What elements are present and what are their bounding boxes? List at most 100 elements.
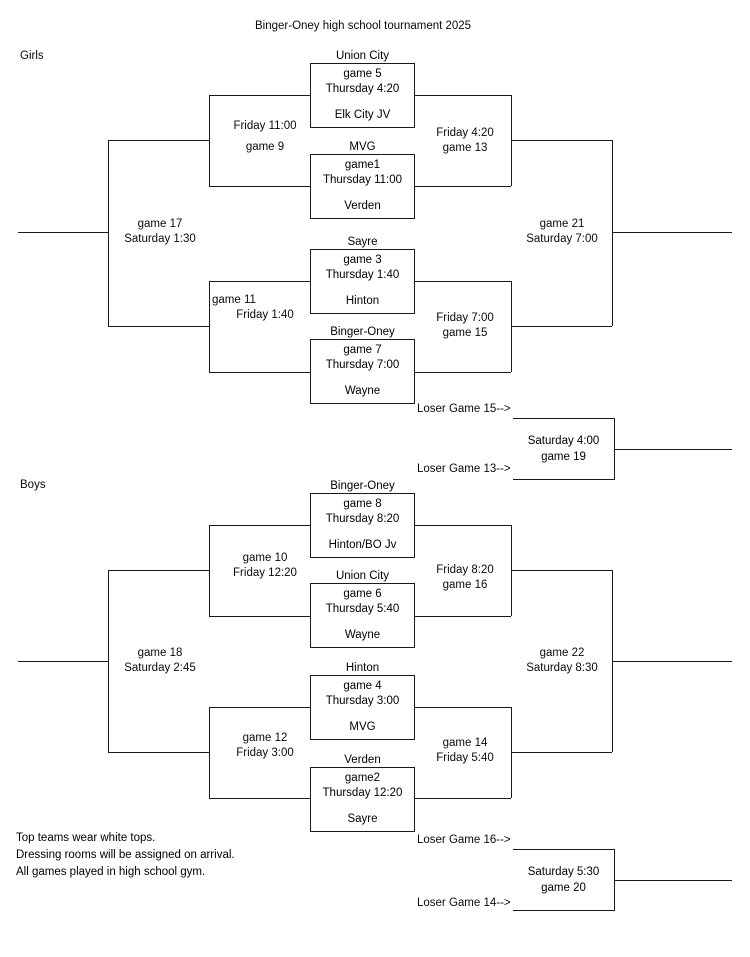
game-6-box[interactable]: game 6 Thursday 5:40 Wayne <box>310 583 415 648</box>
game-15-feed-bottom <box>415 372 511 373</box>
game-22-line2: Saturday 8:30 <box>526 662 598 674</box>
game-1-top-team: MVG <box>349 141 376 153</box>
game-16-feed-top <box>415 525 511 526</box>
game-22-out <box>612 661 732 662</box>
game-14-feed-bottom <box>415 798 511 799</box>
game-19-line2: game 19 <box>541 451 586 463</box>
game-17-line1: game 17 <box>137 218 183 230</box>
game-20-box[interactable]: Saturday 5:30 game 20 <box>513 849 615 911</box>
game-11-line1: game 11 <box>212 294 256 306</box>
game-12-line1: game 12 <box>242 732 288 744</box>
game-2-top-team: Verden <box>344 754 381 766</box>
game-6-top-team: Union City <box>335 570 390 582</box>
game-21-spine <box>612 140 613 326</box>
game-17-out <box>18 232 108 233</box>
game-8-box[interactable]: game 8 Thursday 8:20 Hinton/BO Jv <box>310 493 415 558</box>
game-8-label: game 8 <box>343 498 382 510</box>
game-9-spine <box>209 95 210 186</box>
game-8-time: Thursday 8:20 <box>325 513 400 525</box>
game-21-line1: game 21 <box>539 218 585 230</box>
game-7-box[interactable]: game 7 Thursday 7:00 Wayne <box>310 339 415 404</box>
game-4-label: game 4 <box>343 680 382 692</box>
game-7-top-team: Binger-Oney <box>330 326 395 338</box>
game-13-feed-bottom <box>415 186 511 187</box>
game-14-feed-top <box>415 707 511 708</box>
game-3-box[interactable]: game 3 Thursday 1:40 Hinton <box>310 249 415 314</box>
game-7-label: game 7 <box>343 344 382 356</box>
game-3-time: Thursday 1:40 <box>325 269 400 281</box>
game-10-feed-top <box>209 525 310 526</box>
game-12-spine <box>209 707 210 798</box>
game-1-bottom-team: Verden <box>344 200 381 212</box>
game-8-bottom-team: Hinton/BO Jv <box>328 539 397 551</box>
game-18-spine <box>108 570 109 752</box>
boys-consolation-feed-bottom: Loser Game 14--> <box>417 897 511 909</box>
section-label-boys: Boys <box>20 479 46 491</box>
game-10-spine <box>209 525 210 616</box>
game-17-spine <box>108 140 109 326</box>
game-4-time: Thursday 3:00 <box>325 695 400 707</box>
game-7-bottom-team: Wayne <box>344 385 381 397</box>
game-2-label: game2 <box>344 772 381 784</box>
game-18-line2: Saturday 2:45 <box>124 662 196 674</box>
game-18-line1: game 18 <box>137 647 183 659</box>
game-9-feed-bottom <box>209 186 310 187</box>
game-5-box[interactable]: game 5 Thursday 4:20 Elk City JV <box>310 63 415 128</box>
note-line-2: Dressing rooms will be assigned on arriv… <box>16 849 235 861</box>
game-19-box[interactable]: Saturday 4:00 game 19 <box>513 418 615 480</box>
game-16-line1: Friday 8:20 <box>436 564 494 576</box>
game-1-time: Thursday 11:00 <box>322 174 403 186</box>
game-20-line1: Saturday 5:30 <box>527 866 600 878</box>
game-13-feed-top <box>415 95 511 96</box>
game-12-out <box>108 752 209 753</box>
game-8-top-team: Binger-Oney <box>330 480 395 492</box>
boys-consolation-feed-top: Loser Game 16--> <box>417 834 511 846</box>
game-11-feed-top <box>209 281 310 282</box>
game-13-out <box>511 140 612 141</box>
game-10-line1: game 10 <box>242 552 288 564</box>
game-2-time: Thursday 12:20 <box>322 787 403 799</box>
note-line-1: Top teams wear white tops. <box>16 832 156 844</box>
game-10-out <box>108 570 209 571</box>
game-15-out <box>511 326 612 327</box>
game-6-label: game 6 <box>343 588 382 600</box>
game-14-line2: Friday 5:40 <box>436 752 494 764</box>
game-22-line1: game 22 <box>539 647 585 659</box>
game-3-bottom-team: Hinton <box>345 295 380 307</box>
game-21-out <box>612 232 732 233</box>
game-5-time: Thursday 4:20 <box>325 83 400 95</box>
game-11-out <box>108 326 209 327</box>
game-10-line2: Friday 12:20 <box>233 567 297 579</box>
game-19-out <box>615 449 732 450</box>
game-5-top-team: Union City <box>335 50 390 62</box>
game-15-feed-top <box>415 281 511 282</box>
game-12-feed-bottom <box>209 798 310 799</box>
game-17-line2: Saturday 1:30 <box>124 233 196 245</box>
game-14-out <box>511 752 612 753</box>
game-3-top-team: Sayre <box>347 236 378 248</box>
game-13-line2: game 13 <box>442 142 488 154</box>
game-5-label: game 5 <box>343 68 382 80</box>
game-2-box[interactable]: game2 Thursday 12:20 Sayre <box>310 767 415 832</box>
game-14-line1: game 14 <box>442 737 488 749</box>
game-9-line1: Friday 11:00 <box>233 120 297 132</box>
game-4-bottom-team: MVG <box>349 721 376 733</box>
game-19-line1: Saturday 4:00 <box>527 435 600 447</box>
game-1-box[interactable]: game1 Thursday 11:00 Verden <box>310 154 415 219</box>
game-15-line2: game 15 <box>442 327 488 339</box>
note-line-3: All games played in high school gym. <box>16 866 206 878</box>
game-20-out <box>615 880 732 881</box>
game-20-line2: game 20 <box>541 882 586 894</box>
game-21-line2: Saturday 7:00 <box>526 233 598 245</box>
girls-consolation-feed-bottom: Loser Game 13--> <box>417 463 511 475</box>
page-title: Binger-Oney high school tournament 2025 <box>255 20 472 32</box>
game-18-out <box>18 661 108 662</box>
game-1-label: game1 <box>344 159 381 171</box>
girls-consolation-feed-top: Loser Game 15--> <box>417 403 511 415</box>
game-16-out <box>511 570 612 571</box>
game-6-bottom-team: Wayne <box>344 629 381 641</box>
game-11-spine <box>209 281 210 372</box>
game-12-feed-top <box>209 707 310 708</box>
game-4-box[interactable]: game 4 Thursday 3:00 MVG <box>310 675 415 740</box>
game-5-bottom-team: Elk City JV <box>334 109 391 121</box>
